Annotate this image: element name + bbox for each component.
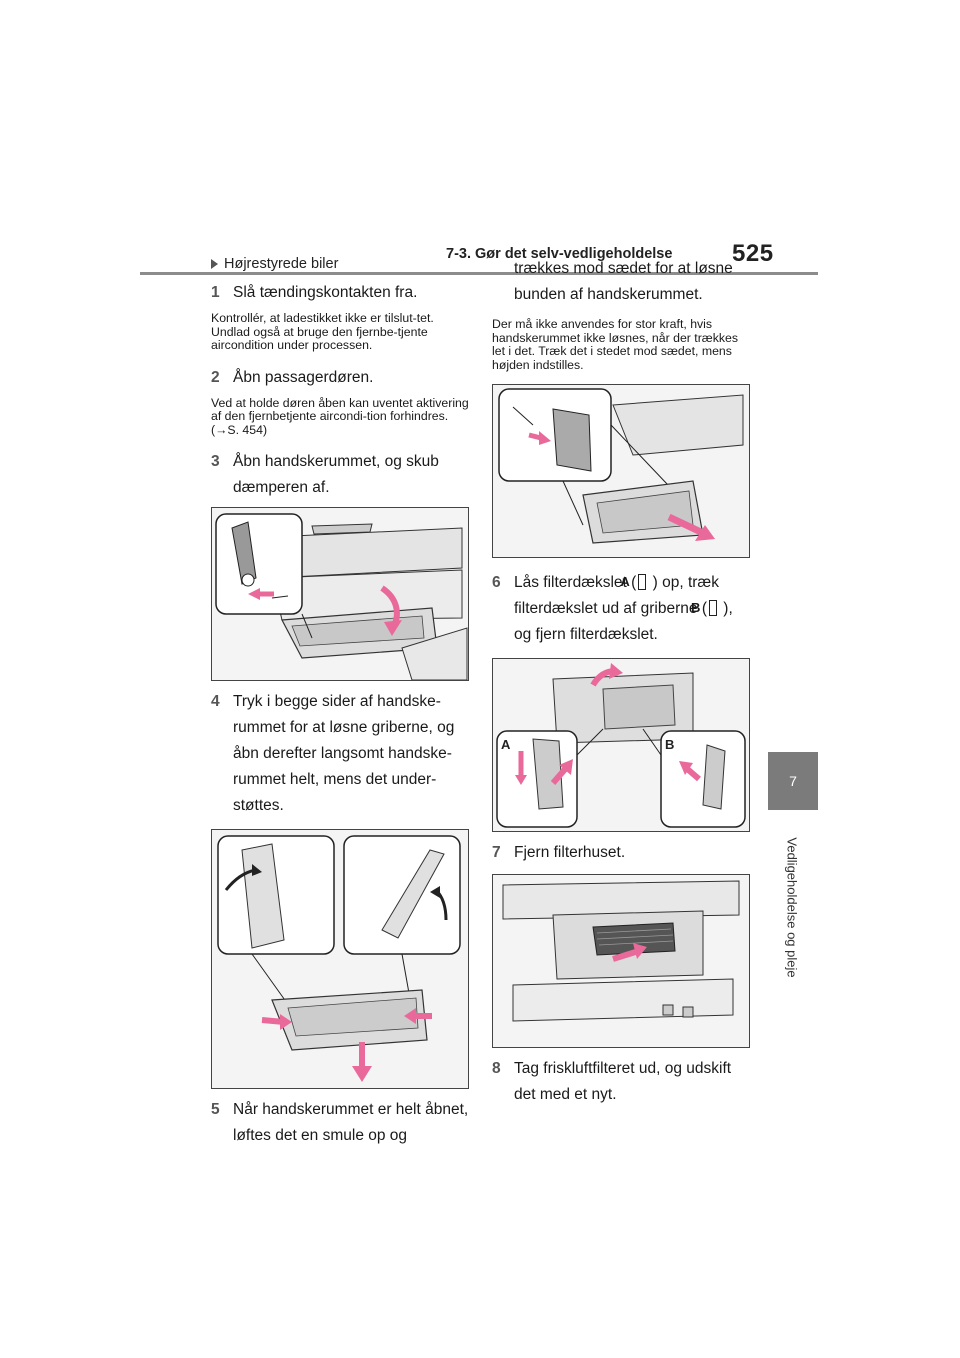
note-2: Ved at holde døren åben kan uventet akti… <box>211 395 469 437</box>
label-b-box: B <box>691 600 717 616</box>
chapter-title-vertical: Vedligeholdelse og pleje <box>742 822 842 992</box>
page-number: 525 <box>732 240 774 267</box>
figure-glovebox-damper <box>211 507 469 681</box>
chapter-number: 7 <box>789 773 797 789</box>
label-a-box: A <box>620 574 647 590</box>
note-1: Kontrollér, at ladestikket ikke er tilsl… <box>211 311 434 352</box>
chapter-title: Vedligeholdelse og pleje <box>784 836 800 978</box>
condition-heading: Højrestyrede biler <box>211 256 471 272</box>
figure-label-a: A <box>501 737 511 752</box>
triangle-bullet-icon <box>211 259 218 270</box>
section-title: 7-3. Gør det selv-vedligeholdelse <box>446 246 673 262</box>
step-5-continued: trækkes mod sædet for at løsne bunden af… <box>514 260 733 303</box>
figure-glovebox-removal <box>492 384 750 558</box>
header-rule <box>140 272 818 275</box>
chapter-tab[interactable]: 7 <box>768 752 818 810</box>
figure-filter-cover: A B <box>492 658 750 832</box>
figure-label-b: B <box>665 737 674 752</box>
note-3: Der må ikke anvendes for stor kraft, hvi… <box>492 317 739 372</box>
figure-filter-housing <box>492 874 750 1048</box>
figure-glovebox-open <box>211 829 469 1089</box>
right-column: trækkes mod sædet for at løsne bunden af… <box>492 256 754 1114</box>
